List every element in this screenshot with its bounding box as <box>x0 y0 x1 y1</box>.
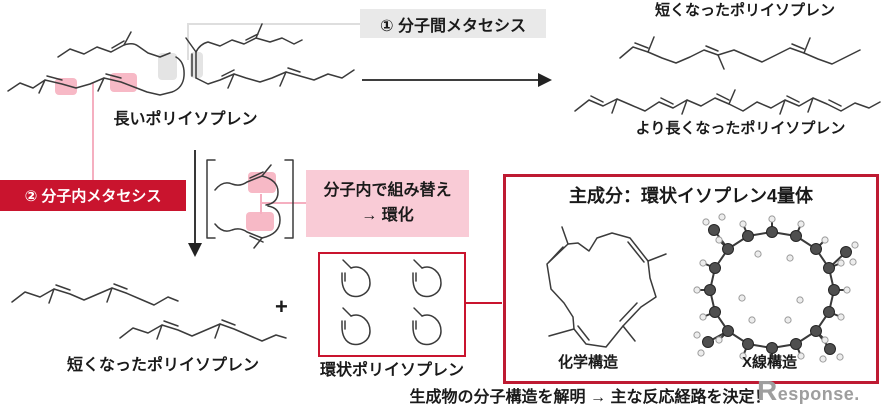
cyclic-polyisoprene-box <box>318 252 466 357</box>
label-chemical-structure: 化学構造 <box>557 354 618 371</box>
label-long-polyisoprene: 長いポリイソプレン <box>113 111 258 128</box>
arrow-down-intramolecular <box>188 150 202 257</box>
label-shortened-polyisoprene-top: 短くなったポリイソプレン <box>654 2 835 19</box>
main-component-title: 主成分：環状イソプレン4量体 <box>568 186 813 206</box>
step2-label: ② 分子内メタセシス <box>24 188 162 205</box>
label-longer-polyisoprene: より長くなったポリイソプレン <box>635 120 846 137</box>
shortened-polyisoprene-molecule-top <box>619 36 861 70</box>
plus-sign: + <box>275 294 288 319</box>
label-shortened-polyisoprene-bottom: 短くなったポリイソプレン <box>66 357 259 374</box>
step2-intramolecular-box: ② 分子内メタセシス <box>0 180 186 211</box>
rearrange-line1: 分子内で組み替え <box>323 181 452 199</box>
step1-intermolecular-box: ① 分子間メタセシス <box>360 9 546 38</box>
connector-to-step1 <box>187 23 360 60</box>
rearrange-line2: → 環化 <box>361 206 414 224</box>
long-polyisoprene-molecule <box>7 23 355 96</box>
shortened-polyisoprene-molecules-bottom <box>11 283 287 342</box>
label-cyclic-polyisoprene: 環状ポリイソプレン <box>319 362 464 379</box>
conclusion-text: 生成物の分子構造を解明 → 主な反応経路を決定！ <box>409 389 771 406</box>
xray-structure-model <box>693 213 859 365</box>
arrow-right-intermolecular <box>362 73 552 87</box>
connector-to-rearrange-box <box>260 194 306 214</box>
longer-polyisoprene-molecule <box>574 89 881 115</box>
cyclization-intermediate <box>206 159 294 249</box>
watermark-logo: Response. <box>757 375 860 407</box>
step1-label: ① 分子間メタセシス <box>380 17 526 35</box>
chemical-structure-drawing <box>546 226 667 348</box>
rearrange-cyclization-box: 分子内で組み替え → 環化 <box>306 170 469 237</box>
label-xray-structure: X線構造 <box>741 354 797 371</box>
watermark-text: Response. <box>757 375 860 406</box>
main-component-box <box>503 174 879 384</box>
